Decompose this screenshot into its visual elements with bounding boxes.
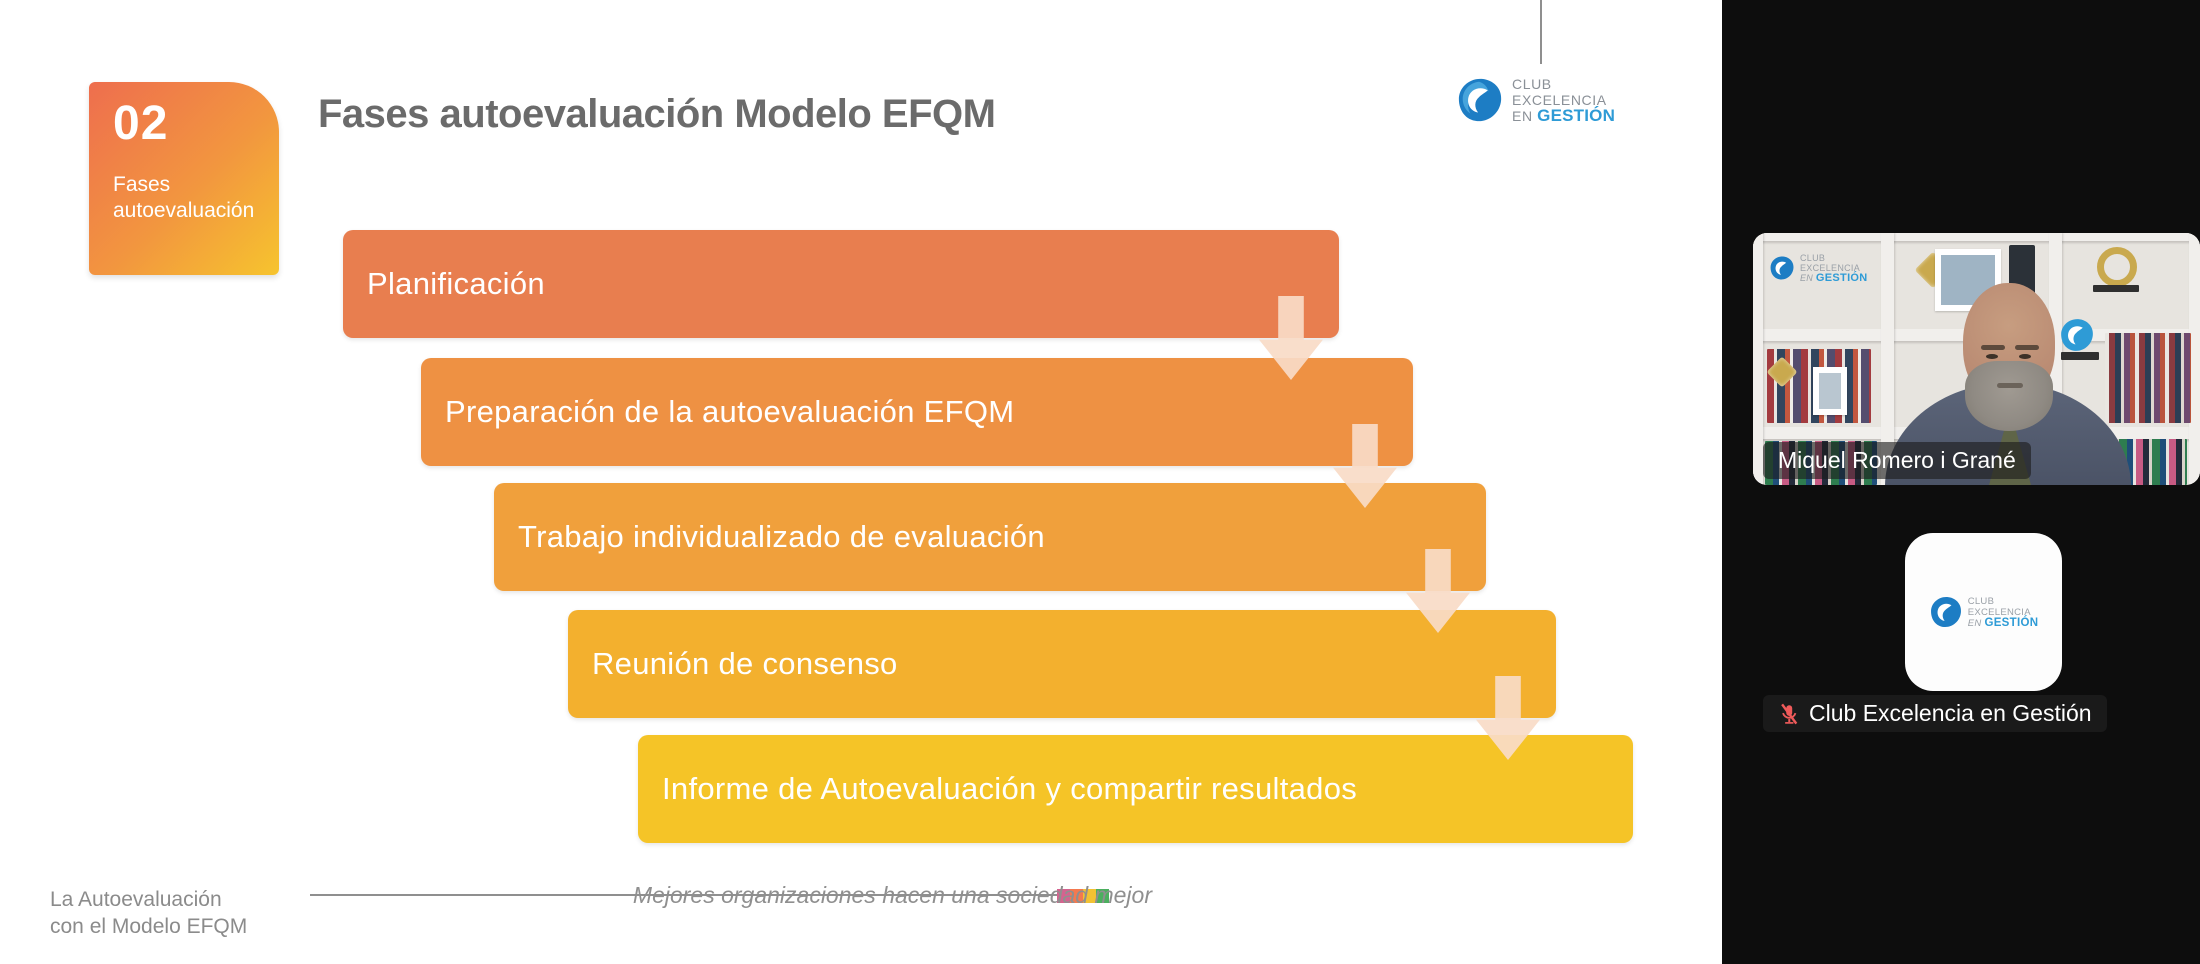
divider-squares xyxy=(1057,889,1109,903)
participant-name: Club Excelencia en Gestión xyxy=(1809,700,2092,726)
section-label: Fases autoevaluación xyxy=(113,173,255,222)
ceg-swirl-icon xyxy=(1770,256,1794,280)
section-badge: 02 Fases autoevaluación xyxy=(89,82,279,275)
books xyxy=(2105,333,2191,423)
divider-square xyxy=(1083,889,1096,903)
ceg-swirl-icon xyxy=(1930,596,1961,628)
divider-square xyxy=(1096,889,1109,903)
phase-bar-informe: Informe de Autoevaluación y compartir re… xyxy=(638,735,1633,843)
ceg-logo-text: CLUB EXCELENCIA EN GESTIÓN xyxy=(1512,76,1615,124)
ceg-logo-line2: EXCELENCIA xyxy=(1512,92,1607,108)
phase-bar-planificacion: Planificación xyxy=(343,230,1339,338)
participant-name-pill: Club Excelencia en Gestión xyxy=(1763,695,2107,732)
footer-slogan: Mejores organizaciones hacen una socieda… xyxy=(632,882,1152,908)
shared-slide: 02 Fases autoevaluación Fases autoevalua… xyxy=(0,0,1722,964)
phase-label: Preparación de la autoevaluación EFQM xyxy=(445,394,1015,429)
ceg-swirl-icon xyxy=(1456,76,1504,124)
phase-label: Trabajo individualizado de evaluación xyxy=(518,519,1045,554)
ceg-logo: CLUB EXCELENCIA EN GESTIÓN xyxy=(1456,76,1615,124)
divider-square xyxy=(1070,889,1083,903)
section-number: 02 xyxy=(113,97,169,150)
slide-title: Fases autoevaluación Modelo EFQM xyxy=(318,92,996,136)
muted-mic-icon xyxy=(1778,703,1800,725)
footer-course-line2: con el Modelo EFQM xyxy=(50,915,248,938)
footer-divider-line xyxy=(310,894,1057,896)
top-divider-line xyxy=(1540,0,1542,64)
ceg-logo-line1: CLUB xyxy=(1512,76,1552,92)
footer-course-line1: La Autoevaluación xyxy=(50,888,222,911)
phase-bar-trabajo-individualizado: Trabajo individualizado de evaluación xyxy=(494,483,1486,591)
divider-square xyxy=(1057,889,1070,903)
phase-label: Planificación xyxy=(367,266,545,301)
participant-name: Miquel Romero i Grané xyxy=(1778,447,2016,473)
ceg-logo-line3: EN GESTIÓN xyxy=(1512,106,1616,125)
footer-course-title: La Autoevaluación con el Modelo EFQM xyxy=(50,886,247,940)
phase-bar-preparacion: Preparación de la autoevaluación EFQM xyxy=(421,358,1413,466)
ceg-ornament-icon xyxy=(2061,319,2093,351)
phase-label: Reunión de consenso xyxy=(592,646,898,681)
gold-trophy xyxy=(2097,247,2137,287)
phase-bar-reunion-consenso: Reunión de consenso xyxy=(568,610,1556,718)
speaker-beard xyxy=(1965,361,2053,431)
participant-name-pill: Miquel Romero i Grané xyxy=(1763,442,2031,479)
photo-frame xyxy=(1813,367,1847,415)
phase-label: Informe de Autoevaluación y compartir re… xyxy=(662,771,1358,806)
